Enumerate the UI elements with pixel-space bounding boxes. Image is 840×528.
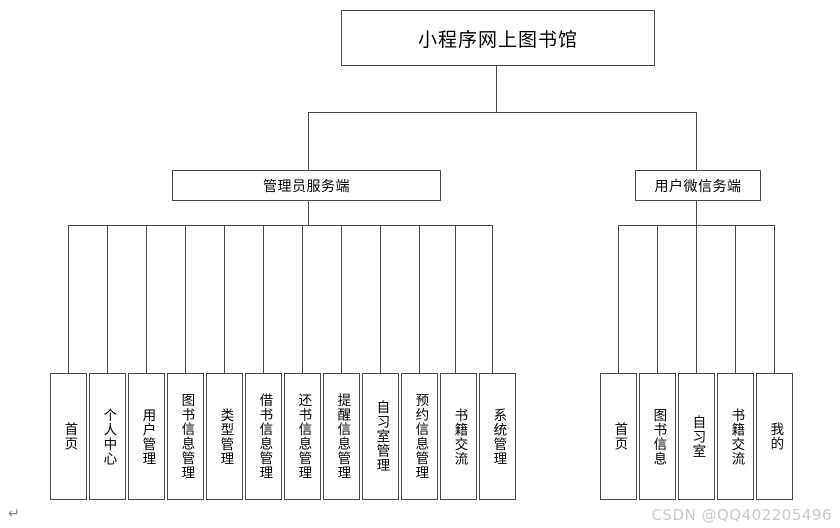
leaf-node-wechat-4[interactable]: 书籍交流 xyxy=(717,373,754,500)
connector-admin-stem xyxy=(308,201,309,225)
connector-admin-bar xyxy=(68,225,493,226)
leaf-node-admin-8[interactable]: 提醒信息管理 xyxy=(323,373,360,500)
leaf-node-admin-1-label: 首页 xyxy=(61,422,78,451)
connector-admin-drop-2 xyxy=(107,225,108,373)
leaf-node-admin-4-label: 图书信息管理 xyxy=(178,393,195,480)
leaf-node-wechat-5[interactable]: 我的 xyxy=(756,373,793,500)
leaf-node-admin-4[interactable]: 图书信息管理 xyxy=(167,373,204,500)
watermark-text: CSDN @QQ402205496 xyxy=(651,506,832,524)
connector-wechat-drop-5 xyxy=(774,225,775,373)
branch-node-wechat-label: 用户微信务端 xyxy=(654,178,742,195)
leaf-node-wechat-3[interactable]: 自习室 xyxy=(678,373,715,500)
connector-root-stem xyxy=(496,66,497,112)
connector-wechat-drop-4 xyxy=(735,225,736,373)
connector-admin-drop-5 xyxy=(224,225,225,373)
root-node-title[interactable]: 小程序网上图书馆 xyxy=(341,10,655,66)
leaf-node-wechat-2[interactable]: 图书信息 xyxy=(639,373,676,500)
branch-node-admin[interactable]: 管理员服务端 xyxy=(172,170,441,201)
root-node-label: 小程序网上图书馆 xyxy=(417,28,578,51)
leaf-node-admin-10[interactable]: 预约信息管理 xyxy=(401,373,438,500)
leaf-node-wechat-4-label: 书籍交流 xyxy=(728,407,745,466)
connector-admin-drop-8 xyxy=(341,225,342,373)
connector-admin-drop-1 xyxy=(68,225,69,373)
leaf-node-admin-5[interactable]: 类型管理 xyxy=(206,373,243,500)
connector-admin-drop-12 xyxy=(492,225,493,373)
connector-admin-drop-3 xyxy=(146,225,147,373)
branch-node-admin-label: 管理员服务端 xyxy=(263,178,350,195)
connector-admin-drop-7 xyxy=(302,225,303,373)
leaf-node-admin-11-label: 书籍交流 xyxy=(451,407,468,466)
connector-wechat-stem xyxy=(696,201,697,225)
leaf-node-admin-6[interactable]: 借书信息管理 xyxy=(245,373,282,500)
leaf-node-admin-8-label: 提醒信息管理 xyxy=(334,393,351,480)
leaf-node-admin-9-label: 自习室管理 xyxy=(373,400,390,473)
leaf-node-wechat-1-label: 首页 xyxy=(611,422,628,451)
leaf-node-admin-12-label: 系统管理 xyxy=(490,407,507,466)
leaf-node-wechat-1[interactable]: 首页 xyxy=(600,373,637,500)
leaf-node-wechat-3-label: 自习室 xyxy=(689,414,706,459)
leaf-node-admin-9[interactable]: 自习室管理 xyxy=(362,373,399,500)
leaf-node-admin-12[interactable]: 系统管理 xyxy=(479,373,516,500)
leaf-node-admin-6-label: 借书信息管理 xyxy=(256,393,273,480)
leaf-node-admin-5-label: 类型管理 xyxy=(217,407,234,466)
connector-level2-bar xyxy=(308,112,696,113)
leaf-node-admin-2-label: 个人中心 xyxy=(100,407,117,466)
connector-wechat-drop-2 xyxy=(657,225,658,373)
connector-to-wechat xyxy=(696,112,697,170)
connector-admin-drop-10 xyxy=(419,225,420,373)
leaf-node-wechat-5-label: 我的 xyxy=(767,422,784,451)
connector-admin-drop-4 xyxy=(185,225,186,373)
paragraph-mark-icon: ↵ xyxy=(8,506,20,522)
leaf-node-admin-11[interactable]: 书籍交流 xyxy=(440,373,477,500)
leaf-node-wechat-2-label: 图书信息 xyxy=(650,407,667,466)
connector-to-admin xyxy=(308,112,309,170)
connector-wechat-drop-3 xyxy=(696,225,697,373)
leaf-node-admin-1[interactable]: 首页 xyxy=(50,373,87,500)
leaf-node-admin-3[interactable]: 用户管理 xyxy=(128,373,165,500)
connector-admin-drop-11 xyxy=(455,225,456,373)
connector-wechat-drop-1 xyxy=(618,225,619,373)
leaf-node-admin-10-label: 预约信息管理 xyxy=(412,393,429,480)
connector-admin-drop-6 xyxy=(263,225,264,373)
leaf-node-admin-3-label: 用户管理 xyxy=(139,407,156,466)
connector-admin-drop-9 xyxy=(380,225,381,373)
leaf-node-admin-7[interactable]: 还书信息管理 xyxy=(284,373,321,500)
leaf-node-admin-7-label: 还书信息管理 xyxy=(295,393,312,480)
branch-node-wechat[interactable]: 用户微信务端 xyxy=(635,170,761,201)
leaf-node-admin-2[interactable]: 个人中心 xyxy=(89,373,126,500)
